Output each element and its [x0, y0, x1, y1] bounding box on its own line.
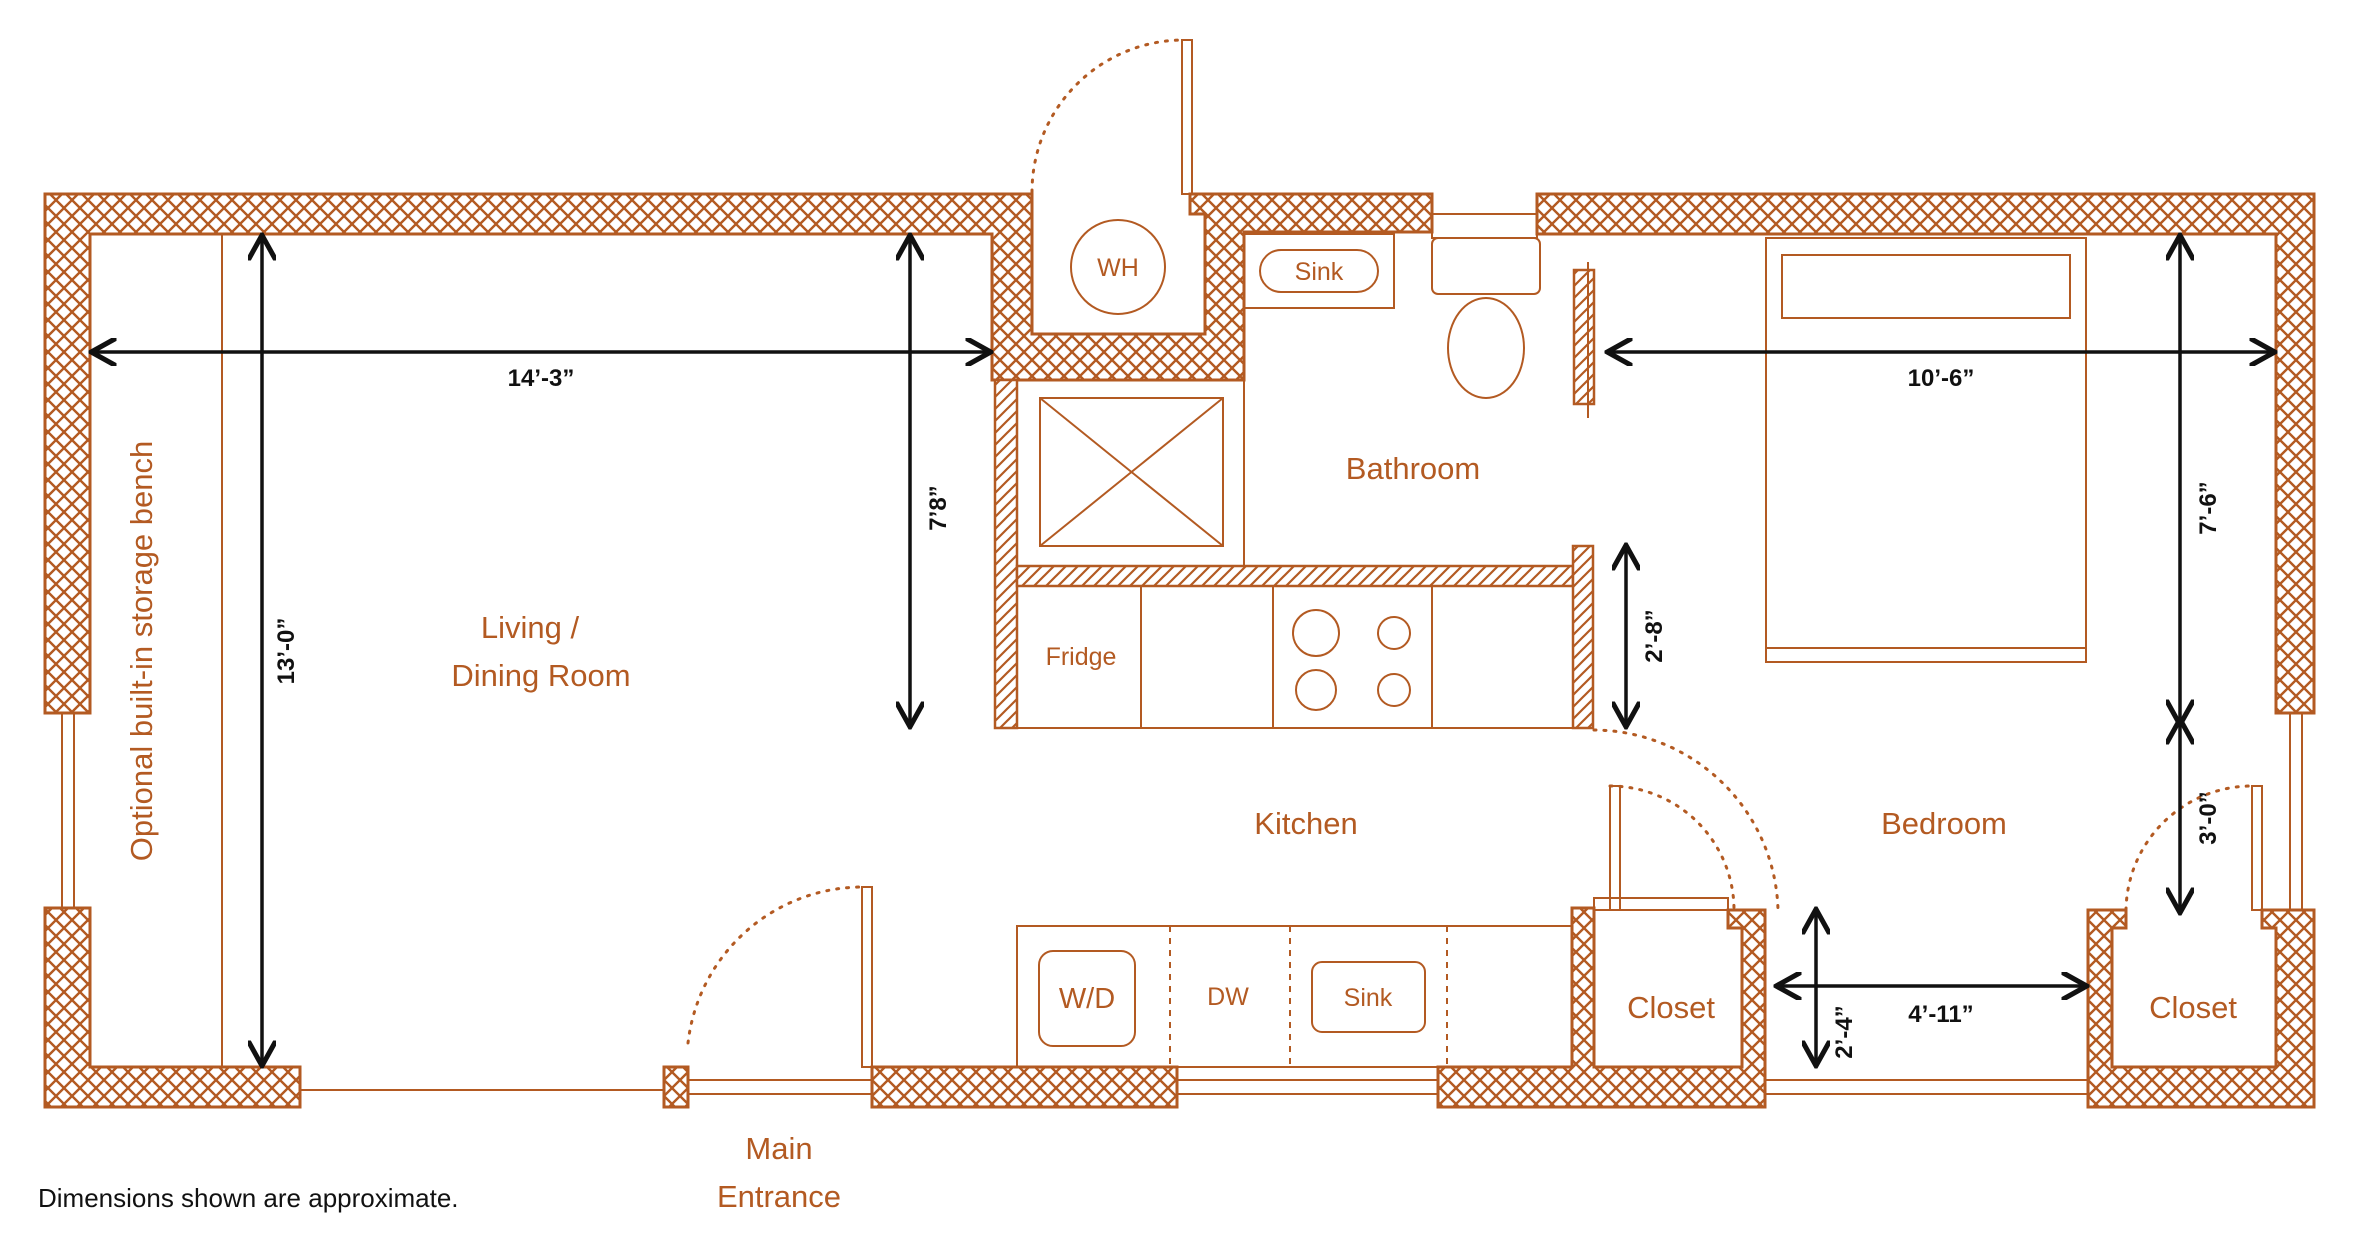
dim-bedroom-depth-label: 7’-6”	[2195, 481, 2222, 534]
bathroom-label: Bathroom	[1346, 451, 1480, 486]
toilet-tank-icon	[1431, 237, 1541, 295]
dim-kitchen-depth-label: 7’8”	[925, 485, 952, 530]
dim-bedroom-lower-label: 3’-0”	[2195, 791, 2222, 844]
wall-bottom-closet-right	[2086, 908, 2316, 1109]
closet-left-label: Closet	[1627, 990, 1715, 1025]
shower	[1016, 379, 1245, 567]
wall-kitchen-top	[1015, 564, 1575, 588]
dimension-lines	[94, 238, 2272, 1063]
closet-left-door[interactable]	[1609, 785, 1621, 911]
fixtures	[1016, 213, 2087, 1068]
kitchen-counter	[1016, 585, 1574, 729]
closet-right-label: Closet	[2149, 990, 2237, 1025]
fridge-label: Fridge	[1046, 643, 1117, 671]
burner-icon	[1377, 673, 1411, 707]
burner-icon	[1377, 616, 1411, 650]
kitchen-sink-icon	[1311, 961, 1426, 1033]
main-entrance-label: Main	[745, 1131, 812, 1166]
wall-bottom-mid	[870, 1065, 1179, 1109]
dim-living-width-label: 14’-3”	[508, 365, 575, 392]
water-heater-label: WH	[1097, 254, 1139, 282]
toilet-bowl-icon	[1447, 297, 1525, 399]
approximate-note: Dimensions shown are approximate.	[38, 1183, 459, 1213]
main-entrance-swing	[686, 885, 864, 1045]
burner-icon	[1295, 669, 1337, 711]
wall-bath-partition	[1572, 268, 1596, 406]
dim-counter-depth-label: 2’-8”	[1641, 609, 1668, 662]
exterior-walls	[43, 192, 2316, 1109]
kitchen-label: Kitchen	[1254, 806, 1357, 841]
living-room-label: Dining Room	[451, 658, 630, 693]
burner-icon	[1292, 609, 1340, 657]
bed	[1765, 237, 2087, 663]
bedroom-label: Bedroom	[1881, 806, 2007, 841]
main-entrance-label: Entrance	[717, 1179, 841, 1214]
wh-door-swing	[1030, 38, 1184, 194]
pillow	[1781, 254, 2071, 319]
dim-hall-width-label: 4’-11”	[1908, 1001, 1973, 1028]
wall-kitchen-right	[1571, 544, 1595, 730]
kitchen-sink-label: Sink	[1344, 984, 1393, 1012]
water-heater-icon	[1070, 219, 1166, 315]
wall-bottom-closet-left	[1436, 906, 1767, 1109]
dim-living-depth-label: 13’-0”	[273, 618, 300, 685]
bath-sink-icon	[1259, 249, 1379, 293]
main-entrance-door[interactable]	[861, 886, 873, 1068]
wall-shower-left	[993, 378, 1019, 730]
living-room-label: Living /	[481, 610, 580, 645]
lower-counter	[1016, 925, 1573, 1068]
storage-bench-label: Optional built-in storage bench	[124, 441, 159, 861]
doors	[686, 38, 2263, 1068]
bath-door-swing	[1592, 728, 1780, 912]
washer-dryer-icon	[1038, 950, 1136, 1047]
wall-entrance-post	[662, 1065, 690, 1109]
bath-sink-label: Sink	[1295, 258, 1344, 286]
dim-hall-depth-label: 2’-4”	[1831, 1005, 1858, 1058]
washer-dryer-label: W/D	[1059, 983, 1115, 1015]
closet-right-door[interactable]	[2251, 785, 2263, 911]
dim-bedroom-width-label: 10’-6”	[1908, 365, 1975, 392]
window-lines	[61, 234, 2303, 1095]
wh-door[interactable]	[1181, 39, 1193, 195]
dishwasher-label: DW	[1207, 983, 1249, 1011]
wall-left-lower	[43, 906, 302, 1109]
